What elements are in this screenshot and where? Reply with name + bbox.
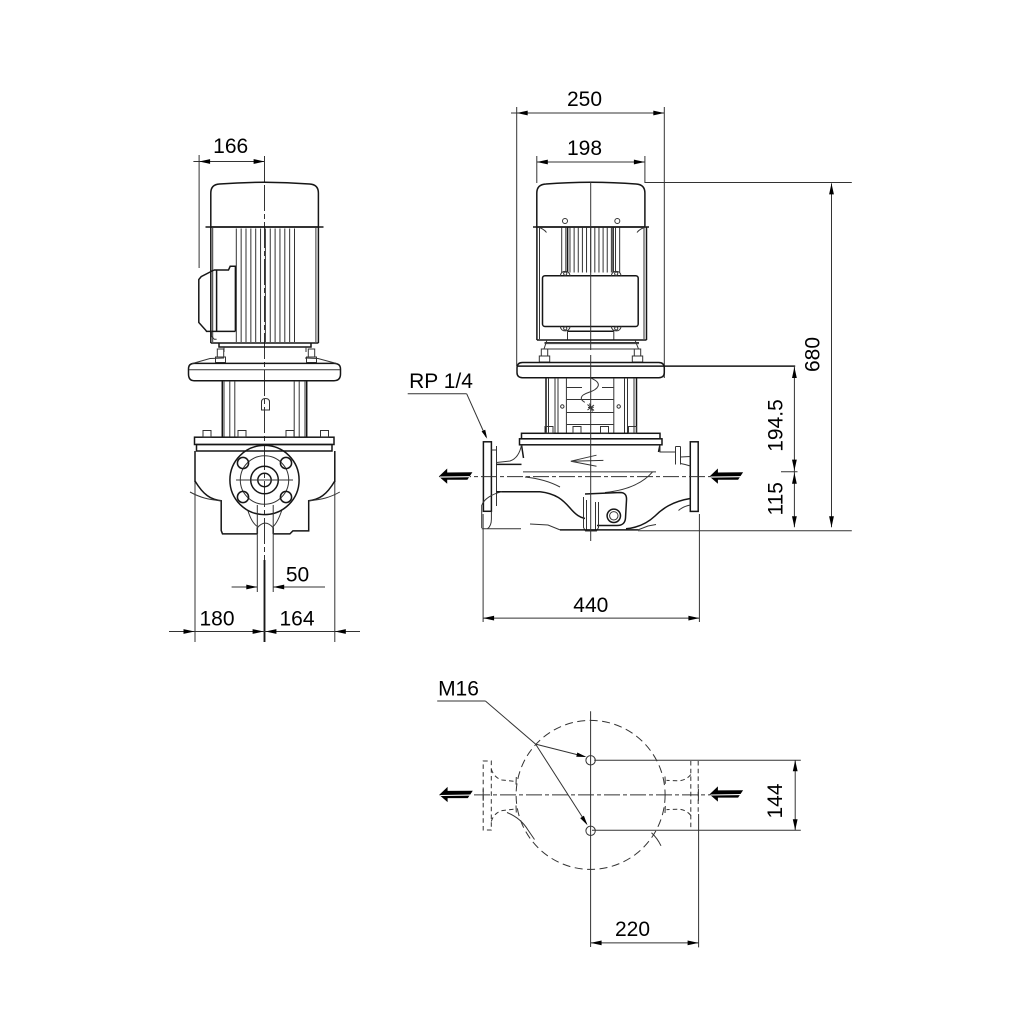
svg-text:144: 144	[764, 783, 787, 818]
svg-text:440: 440	[573, 594, 608, 617]
svg-text:50: 50	[286, 564, 309, 587]
svg-text:M16: M16	[438, 678, 479, 701]
svg-text:220: 220	[615, 918, 650, 941]
svg-text:250: 250	[567, 88, 602, 111]
svg-text:198: 198	[567, 137, 602, 160]
svg-text:194.5: 194.5	[765, 399, 788, 452]
svg-text:164: 164	[279, 608, 314, 631]
svg-text:166: 166	[213, 135, 248, 158]
svg-text:680: 680	[802, 337, 825, 372]
svg-text:180: 180	[199, 608, 234, 631]
svg-text:115: 115	[765, 482, 788, 515]
svg-text:RP 1/4: RP 1/4	[409, 370, 473, 393]
